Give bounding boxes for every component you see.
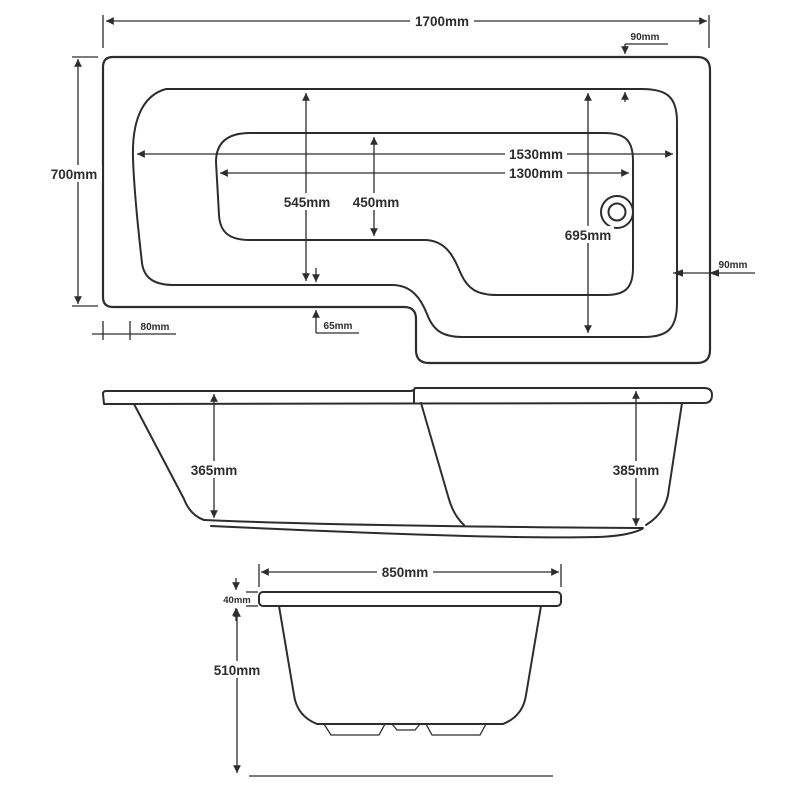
dim-narrow-interior-width: 450mm — [350, 136, 401, 237]
dim-body-height-label: 510mm — [214, 663, 261, 678]
dim-rim-length: 1530mm — [136, 146, 673, 162]
dim-end-rim-width: 850mm — [258, 563, 562, 587]
dim-step-rim: 65mm — [312, 268, 359, 334]
dim-left-depth: 365mm — [187, 394, 242, 518]
end-right-foot — [425, 723, 487, 736]
dim-overall-width-label: 700mm — [51, 167, 98, 182]
dim-overall-length-label: 1700mm — [415, 14, 469, 29]
side-floor-upper-line — [203, 519, 644, 529]
dim-top-rim: 90mm — [621, 32, 668, 102]
dim-overall-length: 1700mm — [102, 12, 710, 48]
dim-wide-rim-width: 695mm — [562, 93, 614, 333]
side-elevation-view: 365mm 385mm — [102, 387, 713, 539]
end-left-foot — [323, 723, 386, 736]
dim-overall-width: 700mm — [46, 56, 102, 307]
dim-interior-length: 1300mm — [219, 165, 629, 181]
dim-wide-rim-width-label: 695mm — [565, 228, 612, 243]
dim-right-rim: 90mm — [673, 260, 755, 277]
dim-end-rim-width-label: 850mm — [382, 565, 429, 580]
plan-interior-outline — [215, 132, 634, 296]
dim-interior-length-label: 1300mm — [509, 166, 563, 181]
side-floor-lower-line — [210, 525, 643, 539]
end-left-wall — [278, 605, 318, 725]
dim-left-rim: 80mm — [92, 321, 176, 340]
side-right-wall — [645, 402, 683, 526]
side-left-wall — [133, 403, 205, 521]
dim-top-rim-label: 90mm — [631, 32, 660, 43]
waste-drain-icon — [600, 195, 634, 229]
dim-rim-thickness-label: 40mm — [223, 595, 250, 606]
dim-narrow-interior-width-label: 450mm — [353, 195, 400, 210]
plan-view: 1700mm 700mm 90mm 1530mm 1300mm — [46, 12, 755, 365]
end-right-wall — [502, 605, 542, 725]
side-rim-band — [102, 387, 713, 405]
dim-right-depth-label: 385mm — [613, 463, 660, 478]
dim-right-rim-label: 90mm — [719, 260, 748, 271]
plan-inner-rim-outline — [131, 88, 678, 338]
dim-rim-length-label: 1530mm — [509, 147, 563, 162]
dim-narrow-rim-width-label: 545mm — [284, 195, 331, 210]
plan-outer-panel-outline — [101, 55, 712, 365]
dim-left-rim-label: 80mm — [141, 322, 170, 333]
side-step-wall — [420, 402, 465, 526]
end-center-bracket — [391, 723, 421, 731]
dim-step-rim-label: 65mm — [324, 321, 353, 332]
dim-narrow-rim-width: 545mm — [281, 93, 332, 281]
dim-body-height: 510mm — [210, 609, 265, 773]
dim-left-depth-label: 365mm — [191, 463, 238, 478]
dim-right-depth: 385mm — [609, 391, 664, 526]
end-rim-band — [258, 591, 562, 607]
end-elevation-view: 850mm 40mm 510mm — [210, 563, 562, 777]
